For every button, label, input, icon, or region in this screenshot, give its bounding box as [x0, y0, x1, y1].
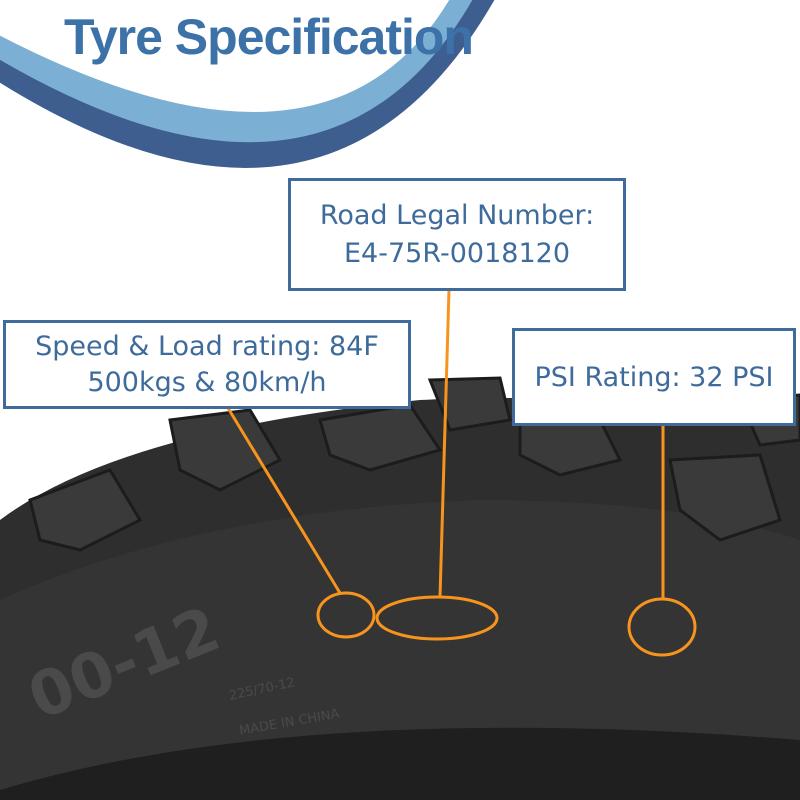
speed-load-callout: Speed & Load rating: 84F 500kgs & 80km/h: [3, 320, 411, 409]
road-legal-value: E4-75R-0018120: [344, 238, 570, 269]
road-legal-label: Road Legal Number:: [319, 200, 595, 231]
speed-callout-line: [226, 407, 342, 594]
tyre-sidewall: [0, 500, 800, 800]
header-arc-inner: [0, 0, 473, 143]
speed-load-label: Speed & Load rating: 84F: [35, 331, 379, 362]
road-legal-callout-line: [438, 289, 451, 598]
speed-load-value: 500kgs & 80km/h: [87, 367, 327, 398]
road-legal-callout: Road Legal Number: E4-75R-0018120: [288, 178, 626, 291]
page-title: Tyre Specification: [64, 9, 474, 65]
psi-marking-highlight: [627, 597, 697, 657]
psi-callout: PSI Rating: 32 PSI: [512, 328, 796, 426]
psi-label: PSI Rating: 32 PSI: [534, 362, 774, 393]
tyre-rim-edge: [0, 727, 800, 800]
callout-lines: [226, 289, 697, 657]
road-legal-marking-highlight: [375, 595, 499, 641]
header-arc-outer: [0, 0, 495, 168]
speed-marking-highlight: [316, 591, 376, 639]
